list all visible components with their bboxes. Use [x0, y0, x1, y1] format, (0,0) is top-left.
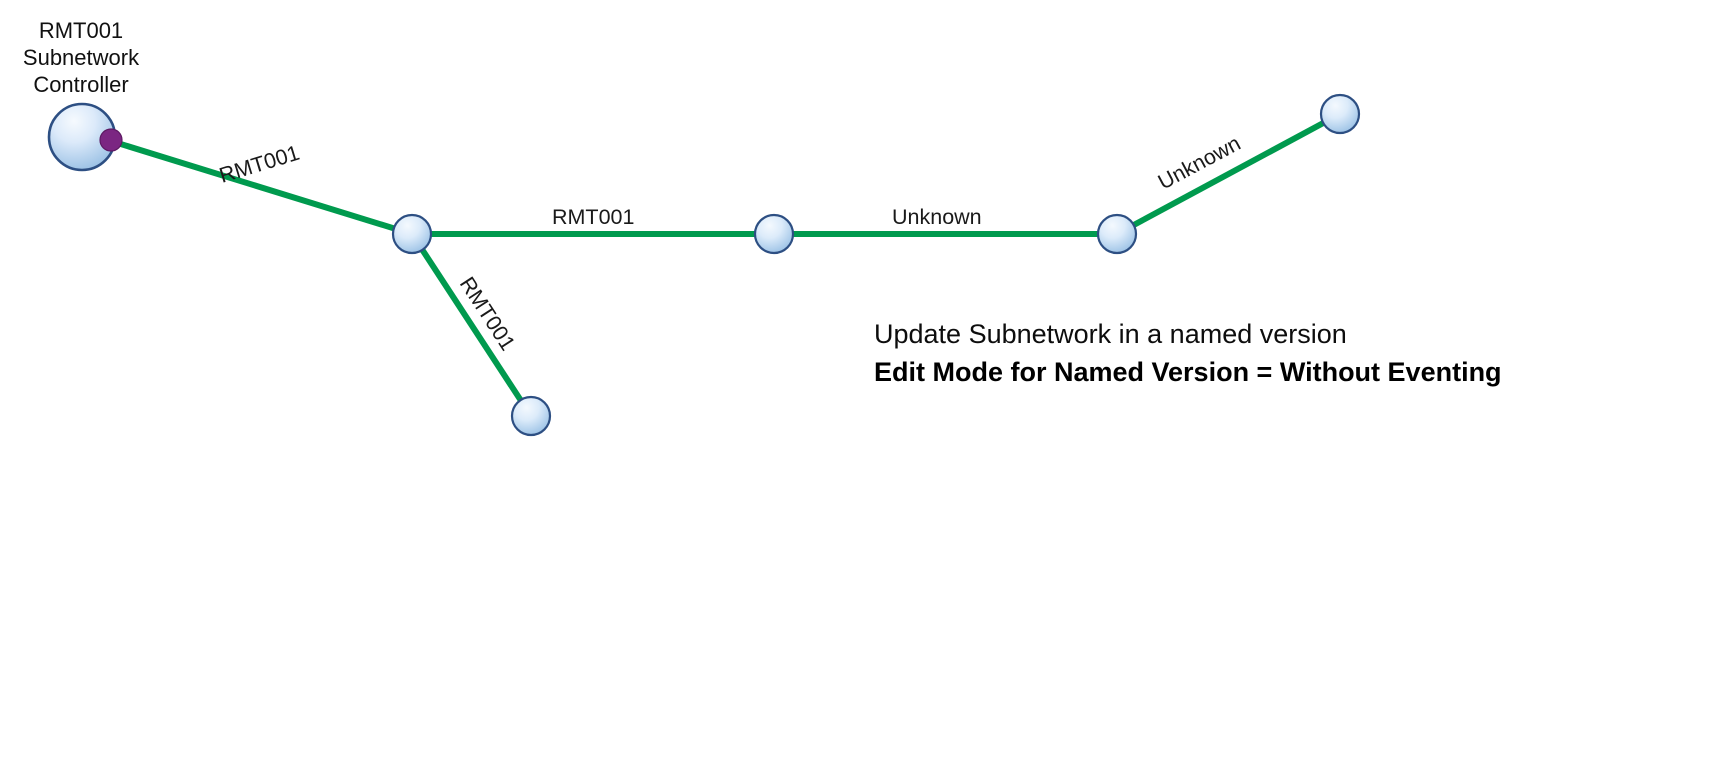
controller-port-dot[interactable]: [99, 128, 123, 152]
controller-node-caption: RMT001 Subnetwork Controller: [0, 17, 162, 98]
annotation-edit-mode: Edit Mode for Named Version = Without Ev…: [874, 357, 1502, 387]
controller-caption-line-2: Subnetwork: [22, 45, 140, 70]
edge-label-e3: Unknown: [892, 205, 982, 229]
edge-controller-to-junction[interactable]: [110, 138, 413, 237]
edge-mid2-to-topright[interactable]: [1115, 111, 1342, 237]
controller-caption-line-3: Controller: [33, 72, 129, 97]
top-right-node[interactable]: [1319, 93, 1361, 135]
edge-junction-to-bottom[interactable]: [409, 232, 534, 418]
edges-group: [110, 111, 1342, 418]
annotation-title: Update Subnetwork in a named version: [874, 319, 1347, 349]
nodes-group: [47, 93, 1361, 437]
edge-label-e4: Unknown: [1154, 131, 1244, 194]
middle-node-1[interactable]: [753, 213, 795, 255]
middle-node-2[interactable]: [1096, 213, 1138, 255]
edge-label-e1: RMT001: [216, 141, 302, 188]
edge-label-e2: RMT001: [552, 205, 634, 229]
junction-node[interactable]: [391, 213, 433, 255]
bottom-node[interactable]: [510, 395, 552, 437]
controller-caption-line-1: RMT001: [38, 18, 124, 43]
annotation-block: Update Subnetwork in a named version Edi…: [874, 315, 1574, 391]
